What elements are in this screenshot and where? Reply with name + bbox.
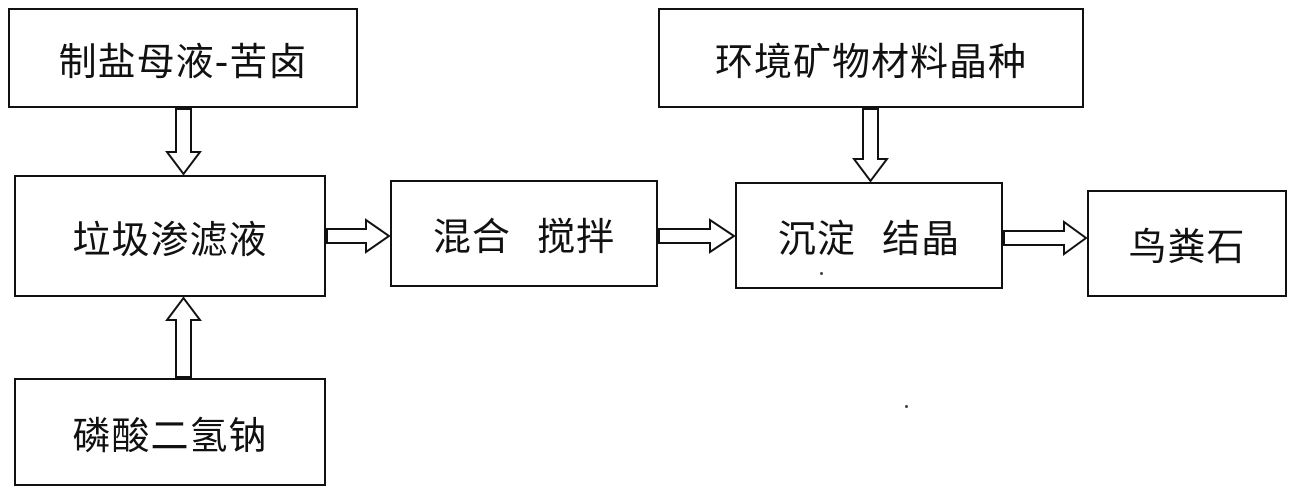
box-landfill-leachate: 垃圾渗滤液 xyxy=(14,175,326,297)
arrow-seed-to-settle xyxy=(852,108,889,183)
label-settle-crystallize: 沉淀 结晶 xyxy=(777,217,961,261)
label-mineral-seed-crystal: 环境矿物材料晶种 xyxy=(714,39,1027,84)
box-struvite: 鸟粪石 xyxy=(1087,190,1287,297)
label-landfill-leachate: 垃圾渗滤液 xyxy=(72,217,268,262)
box-sodium-dihydrogen-phosphate: 磷酸二氢钠 xyxy=(14,378,326,486)
scan-speck xyxy=(905,405,908,408)
label-struvite: 鸟粪石 xyxy=(1128,225,1246,269)
label-brine-bittern: 制盐母液-苦卤 xyxy=(58,39,308,84)
label-mix-stir: 混合 搅拌 xyxy=(432,215,616,259)
arrow-leachate-to-mix xyxy=(326,218,391,254)
arrow-settle-to-struvite xyxy=(1003,220,1088,256)
box-mix-stir: 混合 搅拌 xyxy=(390,180,658,287)
scan-speck xyxy=(820,272,823,275)
box-mineral-seed-crystal: 环境矿物材料晶种 xyxy=(658,8,1084,108)
arrow-mix-to-settle xyxy=(658,218,736,254)
arrow-phosphate-to-leachate xyxy=(165,296,202,378)
label-sodium-dihydrogen-phosphate: 磷酸二氢钠 xyxy=(72,413,268,458)
box-brine-bittern: 制盐母液-苦卤 xyxy=(8,8,358,108)
box-settle-crystallize: 沉淀 结晶 xyxy=(735,182,1003,289)
arrow-brine-to-leachate xyxy=(165,108,202,176)
